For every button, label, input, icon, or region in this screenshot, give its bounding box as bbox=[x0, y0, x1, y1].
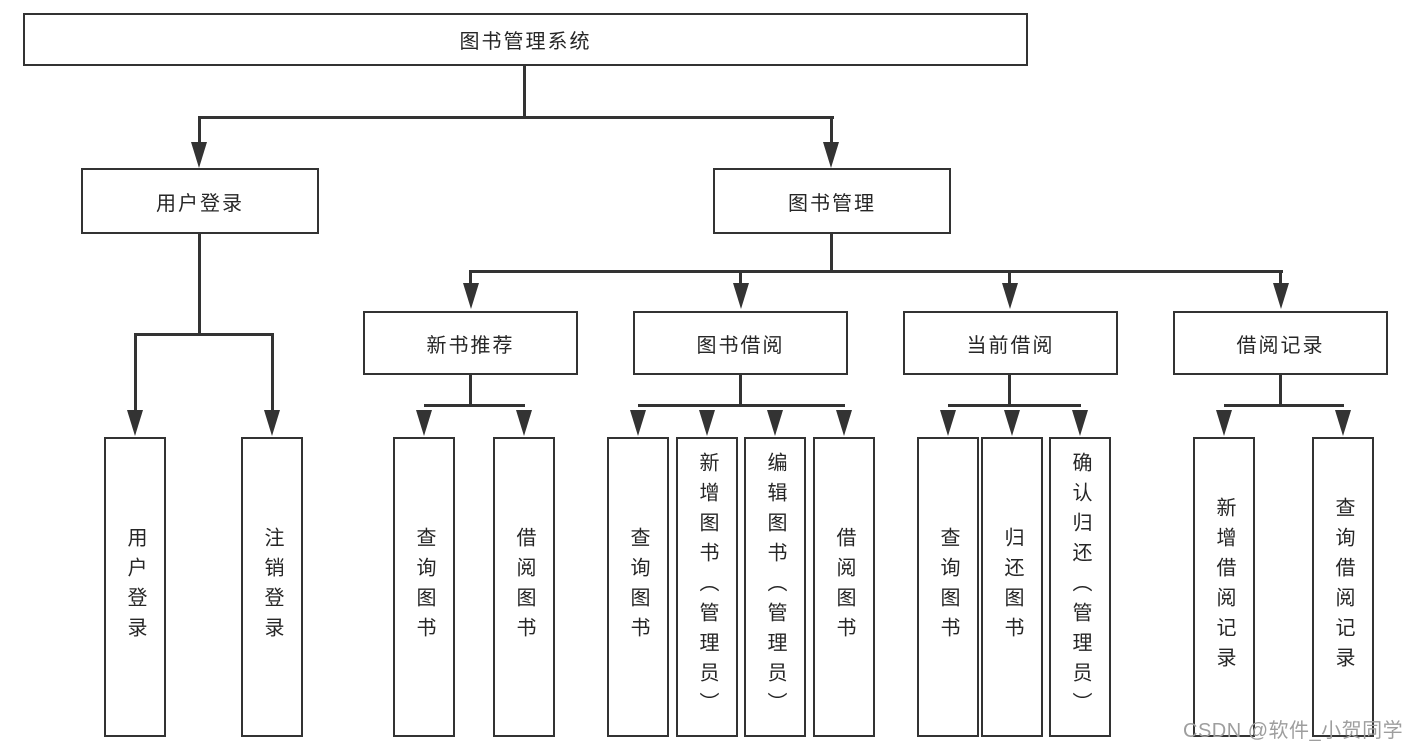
node-label: 查询借阅记录 bbox=[1332, 497, 1354, 677]
connector-line bbox=[638, 404, 845, 407]
connector-line bbox=[1279, 270, 1282, 284]
node-book-management: 图书管理 bbox=[713, 168, 951, 234]
node-label: 新书推荐 bbox=[426, 334, 515, 357]
csdn-watermark: CSDN @软件_小贺同学 bbox=[1183, 720, 1404, 742]
arrow-down-icon bbox=[1335, 410, 1351, 436]
connector-line bbox=[469, 270, 472, 284]
arrow-down-icon bbox=[836, 410, 852, 436]
connector-line bbox=[198, 116, 834, 119]
node-label: 新增图书（管理员） bbox=[696, 452, 718, 722]
connector-line bbox=[271, 333, 274, 411]
arrow-down-icon bbox=[416, 410, 432, 436]
leaf-add-books-admin: 新增图书（管理员） bbox=[676, 437, 738, 737]
arrow-down-icon bbox=[516, 410, 532, 436]
node-label: 借阅记录 bbox=[1236, 334, 1325, 357]
leaf-query-books-current: 查询图书 bbox=[917, 437, 979, 737]
node-label: 借阅图书 bbox=[833, 527, 855, 647]
arrow-down-icon bbox=[264, 410, 280, 436]
arrow-down-icon bbox=[127, 410, 143, 436]
arrow-down-icon bbox=[1002, 283, 1018, 309]
node-label: 注销登录 bbox=[261, 527, 283, 647]
leaf-edit-books-admin: 编辑图书（管理员） bbox=[744, 437, 806, 737]
node-label: 归还图书 bbox=[1001, 527, 1023, 647]
arrow-down-icon bbox=[191, 142, 207, 168]
leaf-borrow-books: 借阅图书 bbox=[813, 437, 875, 737]
node-label: 用户登录 bbox=[156, 192, 244, 215]
connector-line bbox=[1008, 270, 1011, 284]
connector-line bbox=[134, 333, 274, 336]
arrow-down-icon bbox=[630, 410, 646, 436]
node-label: 查询图书 bbox=[627, 527, 649, 647]
connector-line bbox=[469, 375, 472, 407]
node-borrowing-records: 借阅记录 bbox=[1173, 311, 1388, 375]
leaf-logout: 注销登录 bbox=[241, 437, 303, 737]
leaf-add-borrow-record: 新增借阅记录 bbox=[1193, 437, 1255, 737]
connector-line bbox=[470, 270, 1283, 273]
node-user-login: 用户登录 bbox=[81, 168, 319, 234]
node-current-borrowing: 当前借阅 bbox=[903, 311, 1118, 375]
node-label: 借阅图书 bbox=[513, 527, 535, 647]
arrow-down-icon bbox=[1072, 410, 1088, 436]
connector-line bbox=[830, 116, 833, 143]
arrow-down-icon bbox=[1216, 410, 1232, 436]
node-label: 图书管理 bbox=[788, 192, 876, 215]
node-label: 图书管理系统 bbox=[459, 31, 592, 53]
connector-line bbox=[739, 375, 742, 407]
leaf-query-books-borrow: 查询图书 bbox=[607, 437, 669, 737]
connector-line bbox=[1008, 375, 1011, 407]
arrow-down-icon bbox=[767, 410, 783, 436]
leaf-borrow-books-recommend: 借阅图书 bbox=[493, 437, 555, 737]
arrow-down-icon bbox=[699, 410, 715, 436]
node-label: 用户登录 bbox=[124, 527, 146, 647]
connector-line bbox=[198, 116, 201, 143]
node-library-management-system: 图书管理系统 bbox=[23, 13, 1028, 66]
connector-line bbox=[1224, 404, 1344, 407]
node-label: 查询图书 bbox=[413, 527, 435, 647]
connector-line bbox=[424, 404, 525, 407]
node-new-book-recommendation: 新书推荐 bbox=[363, 311, 578, 375]
connector-line bbox=[830, 234, 833, 273]
arrow-down-icon bbox=[823, 142, 839, 168]
node-label: 编辑图书（管理员） bbox=[764, 452, 786, 722]
leaf-return-books: 归还图书 bbox=[981, 437, 1043, 737]
connector-line bbox=[739, 270, 742, 284]
connector-line bbox=[523, 64, 526, 118]
arrow-down-icon bbox=[940, 410, 956, 436]
connector-line bbox=[1279, 375, 1282, 407]
connector-line bbox=[134, 333, 137, 411]
leaf-confirm-return-admin: 确认归还（管理员） bbox=[1049, 437, 1111, 737]
node-book-borrowing: 图书借阅 bbox=[633, 311, 848, 375]
leaf-user-login: 用户登录 bbox=[104, 437, 166, 737]
arrow-down-icon bbox=[1004, 410, 1020, 436]
arrow-down-icon bbox=[1273, 283, 1289, 309]
leaf-query-borrow-record: 查询借阅记录 bbox=[1312, 437, 1374, 737]
connector-line bbox=[198, 234, 201, 335]
node-label: 查询图书 bbox=[937, 527, 959, 647]
connector-line bbox=[948, 404, 1081, 407]
node-label: 确认归还（管理员） bbox=[1069, 452, 1091, 722]
leaf-query-books-recommend: 查询图书 bbox=[393, 437, 455, 737]
node-label: 新增借阅记录 bbox=[1213, 497, 1235, 677]
node-label: 图书借阅 bbox=[696, 334, 785, 357]
arrow-down-icon bbox=[463, 283, 479, 309]
node-label: 当前借阅 bbox=[966, 334, 1055, 357]
arrow-down-icon bbox=[733, 283, 749, 309]
